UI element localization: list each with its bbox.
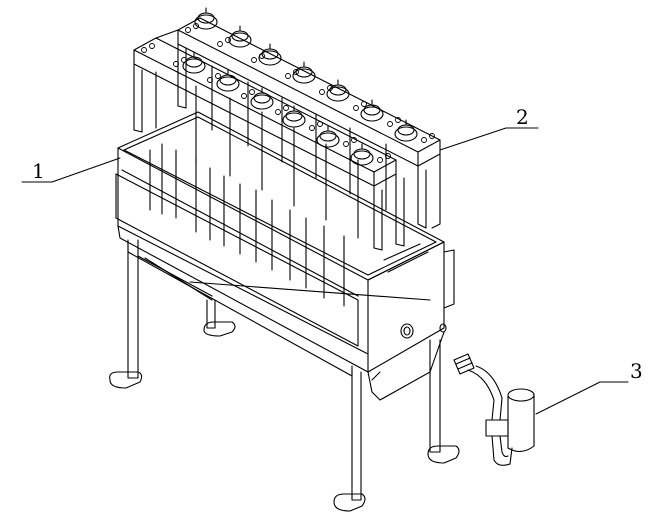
rear-middle-leg: [203, 299, 236, 337]
rear-knobs: [194, 7, 418, 142]
right-leg: [427, 339, 460, 464]
front-knobs: [182, 51, 374, 166]
front-bar-holes: [141, 43, 391, 163]
tank-body: [115, 111, 455, 401]
lower-frame: [127, 241, 431, 377]
callout-3-label: 3: [630, 359, 643, 383]
front-leg: [333, 371, 366, 512]
rear-left-leg: [109, 239, 143, 389]
top-rack: [133, 17, 441, 251]
drain-pipe-and-filter: [453, 353, 535, 466]
callout-2-label: 2: [516, 105, 529, 129]
leader-lines: [21, 127, 629, 415]
callout-1-label: 1: [32, 159, 45, 183]
